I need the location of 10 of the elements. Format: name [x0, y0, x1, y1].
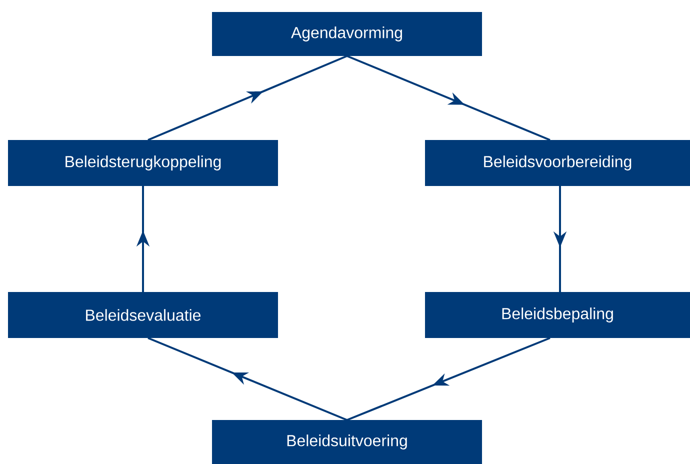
arrow — [148, 337, 348, 421]
stage-box: Beleidsterugkoppeling — [8, 140, 278, 186]
stage-box: Agendavorming — [212, 12, 482, 56]
arrow — [346, 55, 550, 141]
arrow — [148, 55, 348, 141]
stage-box: Beleidsbepaling — [425, 292, 690, 338]
stage-box: Beleidsuitvoering — [212, 420, 482, 464]
arrow — [346, 337, 550, 421]
stage-box: Beleidsvoorbereiding — [425, 140, 690, 186]
stage-box: Beleidsevaluatie — [8, 292, 278, 338]
